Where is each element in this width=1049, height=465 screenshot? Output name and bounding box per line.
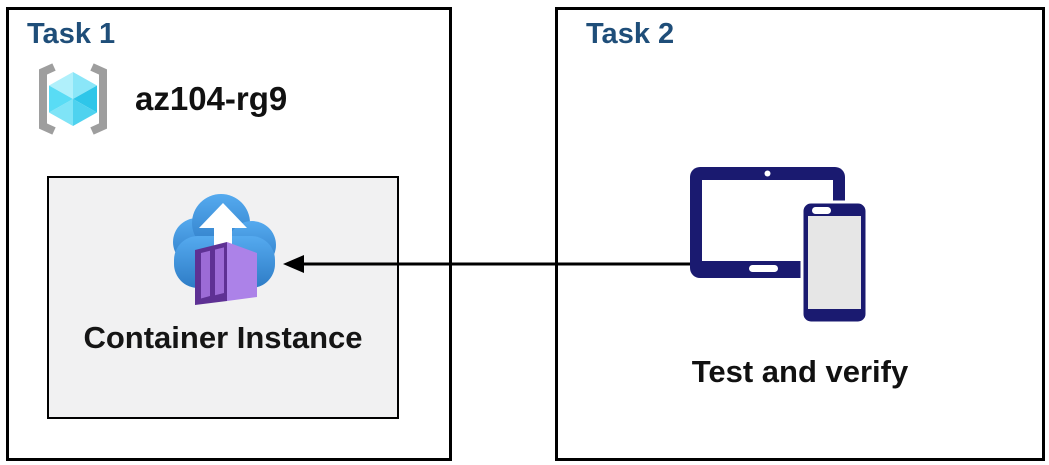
phone-speaker-slot bbox=[812, 207, 831, 214]
arrow-head bbox=[283, 255, 304, 273]
container-slat bbox=[215, 247, 224, 296]
container-slat bbox=[201, 250, 210, 299]
upload-arrow-head bbox=[199, 203, 247, 228]
left-bracket bbox=[39, 63, 56, 135]
cube-face bbox=[49, 99, 73, 126]
cube-face bbox=[73, 85, 97, 113]
container-instance-icon bbox=[173, 194, 276, 305]
task2-title: Task 2 bbox=[586, 18, 675, 50]
resource-group-icon bbox=[39, 63, 107, 135]
tablet-home-slot bbox=[749, 265, 778, 272]
devices-icon bbox=[690, 167, 869, 325]
test-and-verify-label: Test and verify bbox=[691, 354, 909, 389]
cube-face bbox=[49, 72, 73, 99]
tablet-camera-dot bbox=[764, 170, 771, 177]
cube-face bbox=[49, 85, 73, 113]
task1-box: Task 1 az104-rg9 bbox=[6, 7, 452, 461]
connection-arrow bbox=[283, 255, 690, 273]
phone-screen bbox=[808, 216, 861, 309]
cube-face bbox=[73, 72, 97, 99]
task1-title: Task 1 bbox=[27, 18, 116, 50]
right-bracket bbox=[90, 63, 107, 135]
container-instance-box: Container Instance bbox=[47, 176, 399, 419]
task2-box: Task 2 Test and verify bbox=[555, 7, 1045, 461]
container-side bbox=[227, 242, 257, 301]
cube-face bbox=[73, 99, 97, 126]
resource-group: az104-rg9 bbox=[29, 60, 287, 138]
container-instance-label: Container Instance bbox=[83, 320, 363, 355]
resource-group-label: az104-rg9 bbox=[135, 80, 288, 117]
